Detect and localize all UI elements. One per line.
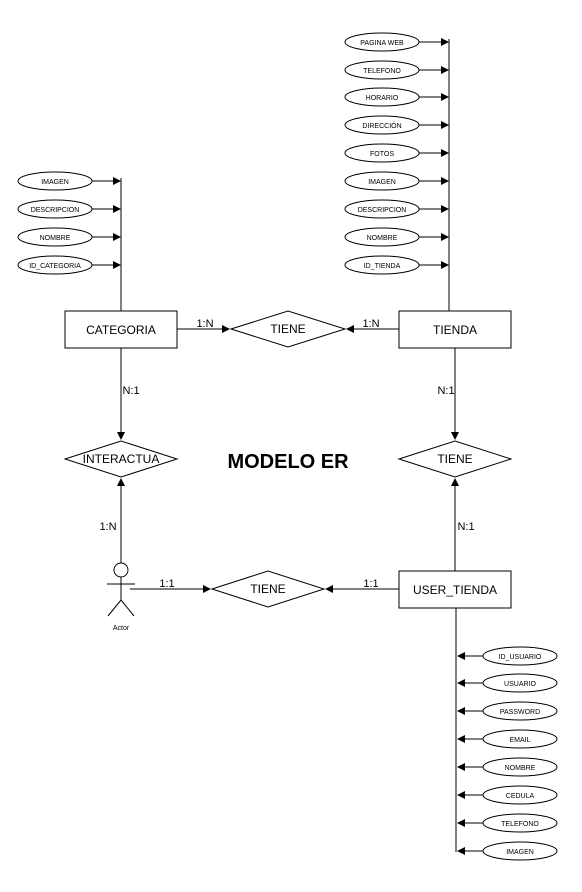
relationship-tiene-top: TIENE [229,310,347,348]
attribute-id-categoria: ID_CATEGORIA [17,255,121,275]
attribute-label: PAGINA WEB [360,40,404,47]
relationship-label: TIENE [437,452,472,466]
cardinality-labels: 1:N 1:N N:1 N:1 1:N N:1 1:1 1:1 [99,318,474,590]
attribute-label: DIRECCIÓN [362,121,401,130]
entity-label: TIENDA [433,323,477,337]
entity-tienda: TIENDA [398,310,512,349]
attribute-label: PASSWORD [500,709,540,716]
cardinality-categoria-tiene: 1:N [196,318,213,330]
categoria-attributes: IMAGEN DESCRIPCION NOMBRE ID_CATEGORIA [17,171,122,311]
actor-icon [107,562,135,617]
attribute-fotos: FOTOS [344,143,449,163]
attribute-password: PASSWORD [457,701,558,721]
user-tienda-attributes: ID_USUARIO USUARIO PASSWORD EMAIL NOMBRE… [455,608,558,861]
attribute-label: ID_CATEGORIA [29,263,81,270]
relationship-tiene-bottom: TIENE [210,570,326,608]
attribute-cedula: CEDULA [457,785,558,805]
relationship-tiene-right: TIENE [397,440,513,478]
attribute-descripcion: DESCRIPCION [17,199,121,219]
cardinality-categoria-interactua: N:1 [122,385,139,397]
attribute-id-usuario: ID_USUARIO [457,646,558,666]
actor-label: Actor [113,625,130,632]
entity-label: CATEGORIA [86,323,156,337]
cardinality-actor-tiene: 1:1 [159,578,174,590]
attribute-direccion: DIRECCIÓN [344,115,449,135]
relationship-interactua: INTERACTUA [63,440,179,478]
attribute-label: USUARIO [504,681,536,688]
attribute-nombre: NOMBRE [17,227,121,247]
diagram-title: MODELO ER [227,451,349,473]
attribute-label: NOMBRE [367,235,398,242]
attribute-label: DESCRIPCION [358,207,407,214]
cardinality-user-tiene-right: N:1 [457,521,474,533]
cardinality-user-tiene: 1:1 [363,578,378,590]
attribute-label: IMAGEN [41,179,69,186]
attribute-label: NOMBRE [505,765,536,772]
relationship-label: TIENE [270,322,305,336]
attribute-label: DESCRIPCION [31,207,80,214]
attribute-email: EMAIL [457,729,558,749]
attribute-label: HORARIO [366,95,399,102]
attribute-pagina-web: PAGINA WEB [344,32,449,52]
attribute-label: FOTOS [370,151,394,158]
relationship-label: INTERACTUA [83,452,160,466]
entity-user-tienda: USER_TIENDA [398,570,512,609]
attribute-label: CEDULA [506,793,535,800]
attribute-telefono: TELEFONO [457,813,558,833]
attribute-nombre: NOMBRE [344,227,449,247]
cardinality-tienda-tiene-right: N:1 [437,385,454,397]
entity-categoria: CATEGORIA [64,310,178,349]
attribute-nombre: NOMBRE [457,757,558,777]
attribute-label: EMAIL [509,737,530,744]
attribute-imagen: IMAGEN [17,171,121,191]
entity-label: USER_TIENDA [413,583,497,597]
attribute-label: ID_USUARIO [499,654,542,661]
relationship-label: TIENE [250,582,285,596]
attribute-label: TELEFONO [501,821,539,828]
attribute-label: IMAGEN [506,849,534,856]
attribute-descripcion: DESCRIPCION [344,199,449,219]
attribute-imagen: IMAGEN [344,171,449,191]
attribute-horario: HORARIO [344,87,449,107]
attribute-id-tienda: ID_TIENDA [344,255,449,275]
attribute-imagen: IMAGEN [457,841,558,861]
attribute-label: ID_TIENDA [364,263,401,270]
tienda-attributes: PAGINA WEB TELEFONO HORARIO DIRECCIÓN FO… [344,32,450,311]
attribute-label: IMAGEN [368,179,396,186]
attribute-label: TELEFONO [363,68,401,75]
attribute-telefono: TELEFONO [344,60,449,80]
cardinality-tienda-tiene: 1:N [362,318,379,330]
connectors [117,325,459,593]
attribute-usuario: USUARIO [457,673,558,693]
cardinality-actor-interactua: 1:N [99,521,116,533]
attribute-label: NOMBRE [40,235,71,242]
